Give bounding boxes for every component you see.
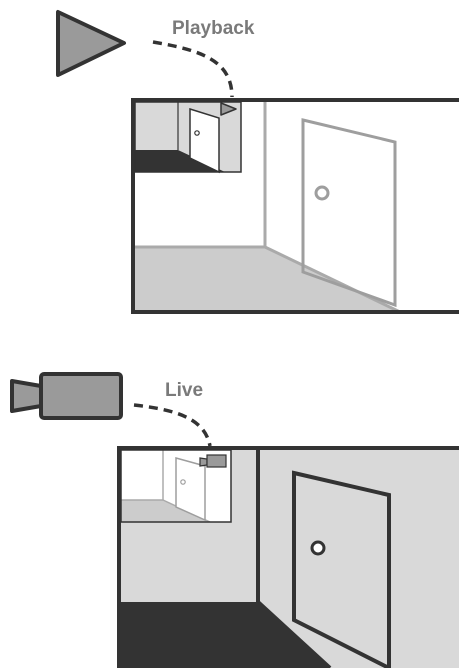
live-pointer-dashed-line	[134, 405, 210, 446]
playback-room-door-knob	[316, 187, 328, 199]
playback-inset-thumbnail	[135, 102, 241, 172]
live-section: Live	[12, 374, 459, 668]
playback-section: Playback	[58, 12, 459, 312]
live-room-door-knob	[312, 542, 324, 554]
live-room-scene	[119, 448, 459, 668]
live-inset-thumbnail	[121, 450, 231, 522]
playback-room-scene	[133, 100, 459, 312]
playback-pointer-dashed-line	[153, 42, 232, 97]
video-camera-icon	[12, 374, 121, 418]
playback-label: Playback	[172, 18, 255, 39]
play-triangle-icon	[58, 12, 124, 75]
live-label: Live	[165, 380, 203, 401]
